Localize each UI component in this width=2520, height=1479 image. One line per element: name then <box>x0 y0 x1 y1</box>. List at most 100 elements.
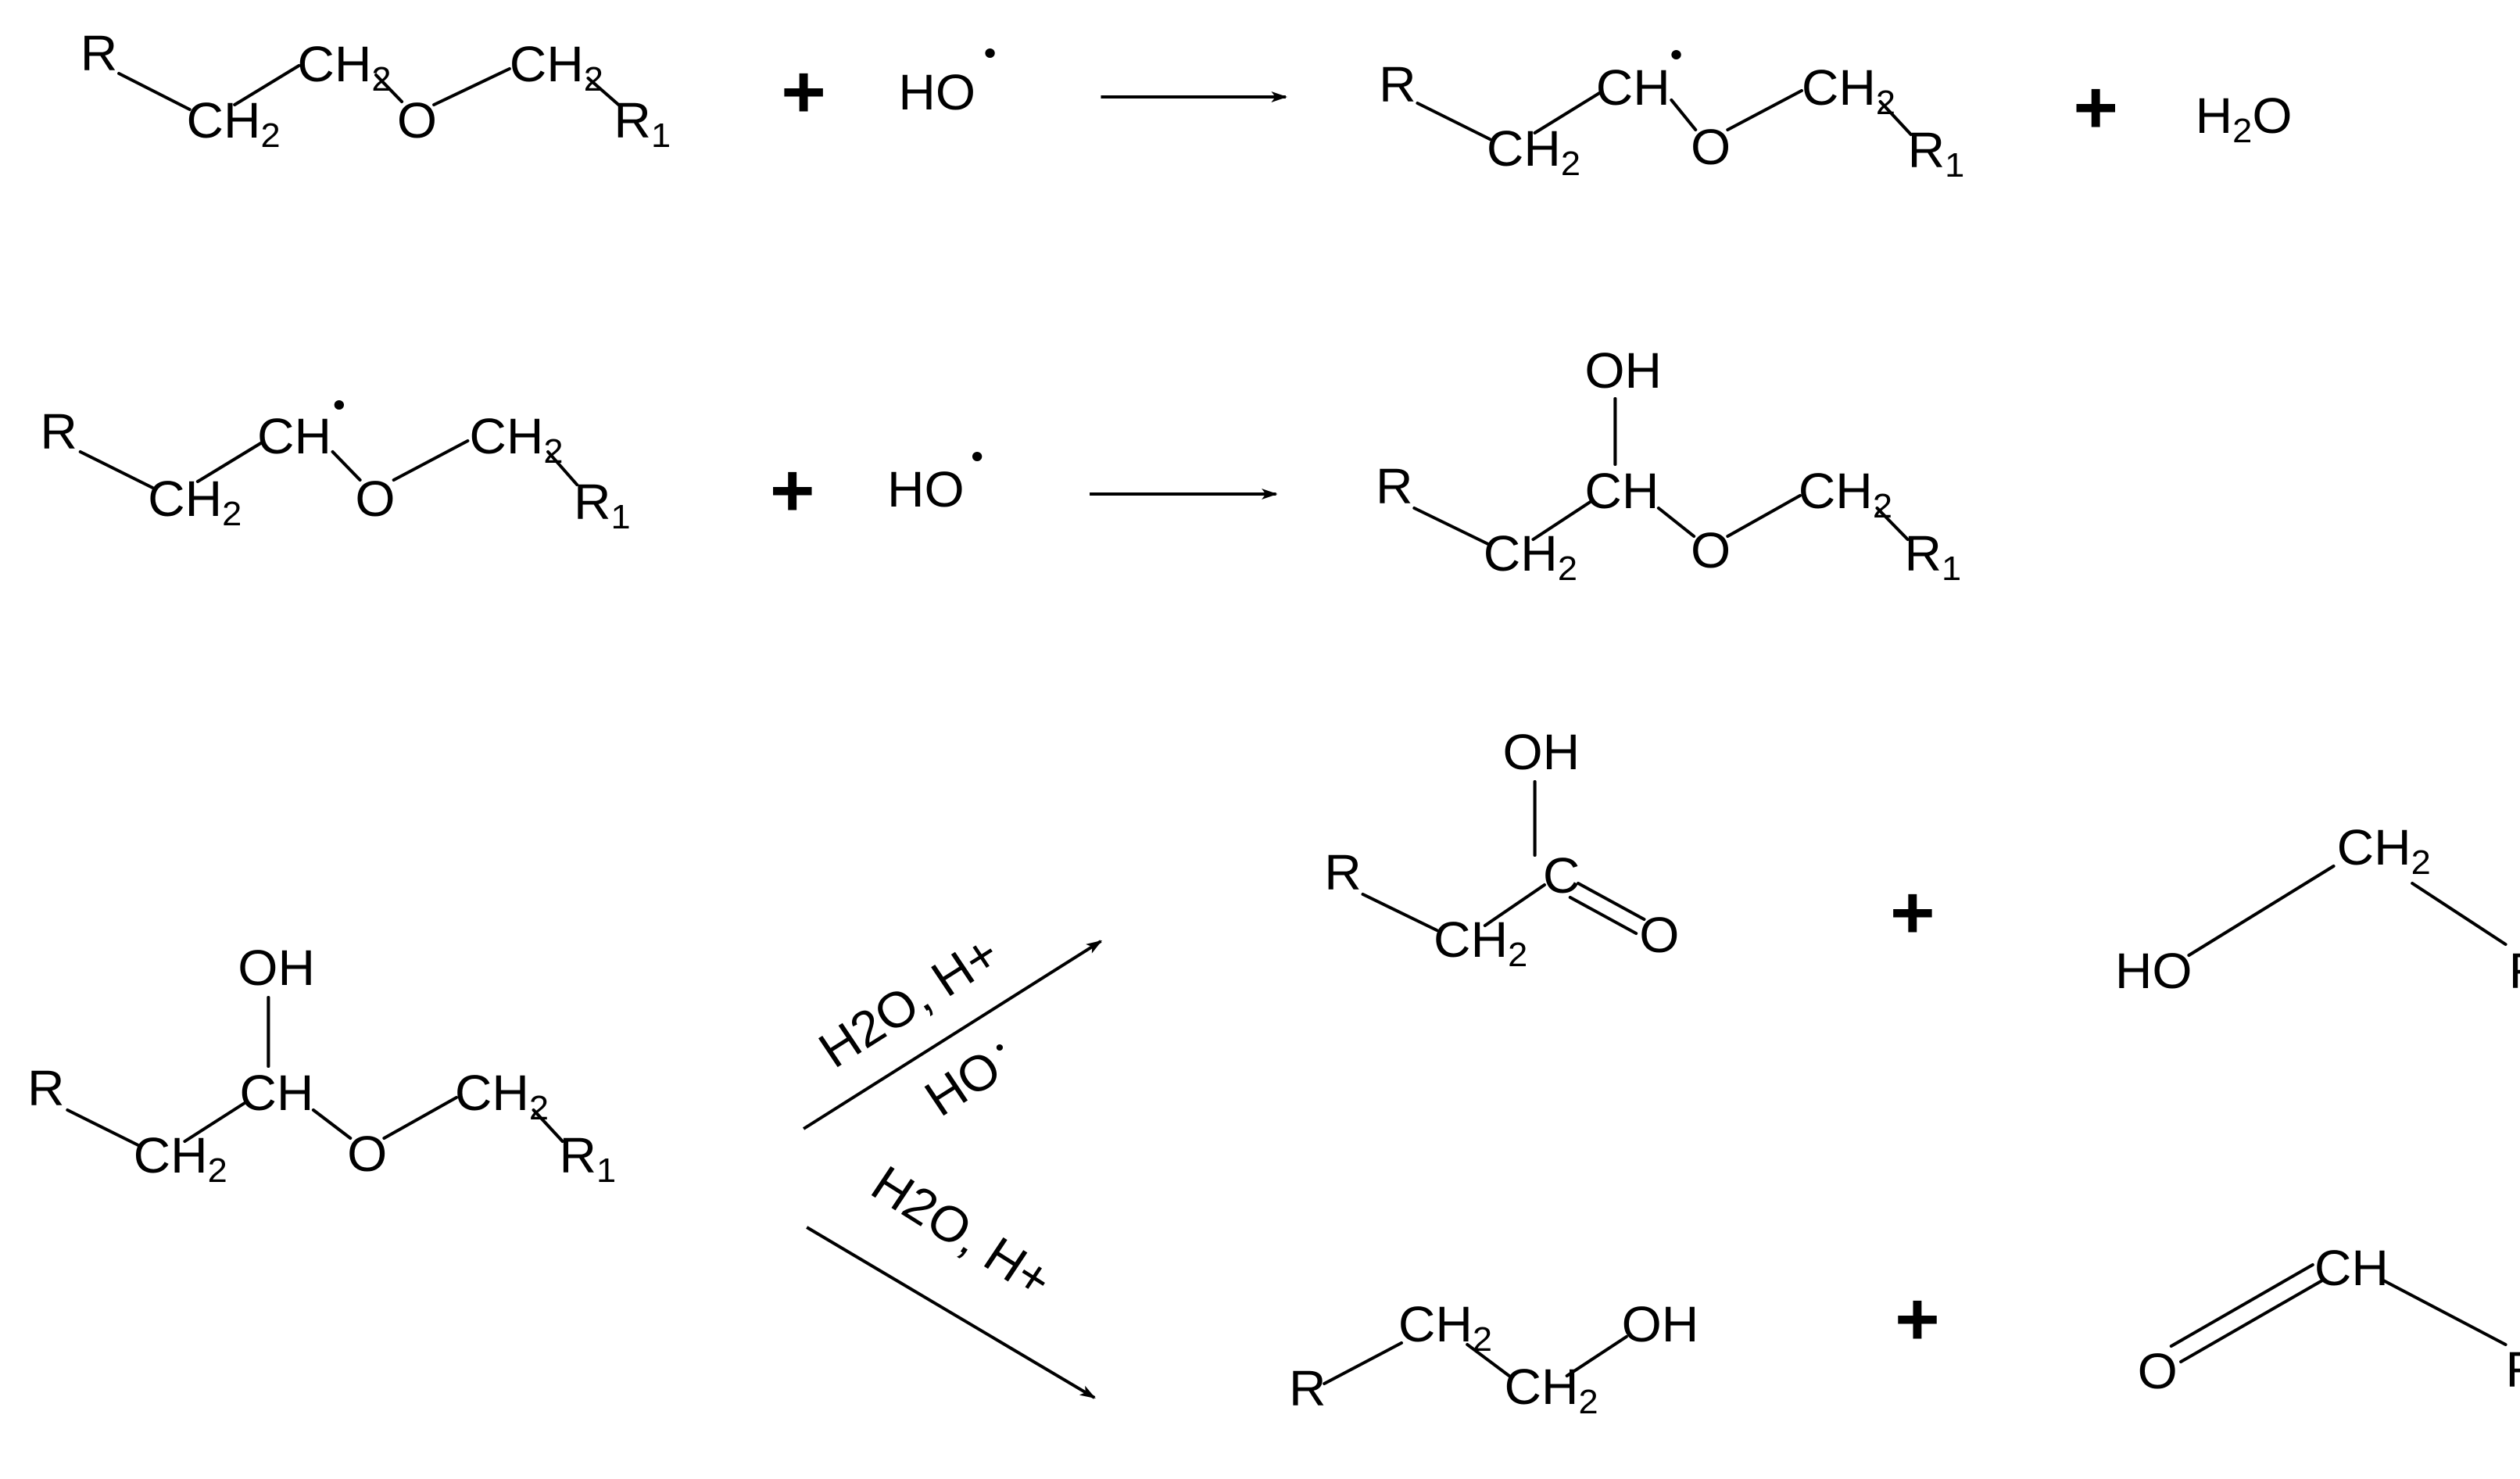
atom-r1: R1 <box>560 1127 617 1190</box>
atom-ch: CH <box>2314 1240 2389 1296</box>
atom-r: R <box>40 403 77 460</box>
atom-ch2: CH2 <box>469 408 563 471</box>
ether-reactant: R CH2 CH2 O CH2 R1 <box>81 25 671 155</box>
atom-o: O <box>2138 1343 2178 1399</box>
radical-dot <box>985 48 995 58</box>
bond <box>233 64 301 106</box>
atom-o: O <box>1691 522 1731 578</box>
atom-ch2: CH2 <box>510 36 603 98</box>
bond <box>1568 896 1638 935</box>
hydroxyl-radical: HO <box>898 48 995 120</box>
reaction-arrow-lower <box>806 1226 1096 1399</box>
atom-c: C <box>1543 847 1580 904</box>
bond <box>1875 507 1910 541</box>
carbon-radical-product: R CH2 CH O CH2 R1 <box>1379 50 1964 184</box>
atom-o: O <box>1639 907 1679 963</box>
hydroxyl-radical: HO <box>887 452 983 517</box>
atom-ch2: CH2 <box>2337 819 2431 882</box>
carboxylic-acid-product: OH R CH2 C O <box>1324 724 1679 974</box>
atom-o: O <box>1691 119 1731 175</box>
atom-ch2: CH2 <box>1398 1296 1492 1359</box>
hemiacetal-product: OH R CH2 CH O CH2 R1 <box>1376 342 1961 588</box>
atom-ch: CH <box>257 408 331 464</box>
atom-ho: HO <box>2115 943 2192 999</box>
carbon-radical-reactant: R CH2 CH O CH2 R1 <box>40 400 631 536</box>
bond <box>546 450 579 486</box>
bond <box>331 450 362 482</box>
atom-ch2: CH2 <box>134 1127 227 1190</box>
plus-sign: + <box>770 448 815 532</box>
svg-text:HO: HO <box>915 1039 1011 1127</box>
atom-ch: CH <box>1596 59 1670 116</box>
bond <box>1466 1343 1511 1377</box>
atom-ch2: CH2 <box>148 471 242 533</box>
bond <box>1533 91 1602 134</box>
atom-ch2: CH2 <box>1505 1359 1598 1421</box>
bond <box>1670 98 1698 131</box>
atom-r: R <box>1379 56 1416 113</box>
bond <box>1412 507 1491 546</box>
atom-r1: R1 <box>574 474 631 536</box>
atom-oh: OH <box>1584 342 1662 399</box>
atom-r: R <box>1324 844 1362 901</box>
atom-r: R <box>81 25 118 81</box>
bond <box>2411 882 2507 946</box>
alcohol-product: HO CH2 R1 <box>2115 819 2520 1005</box>
bond <box>183 1101 248 1143</box>
bond <box>392 439 470 482</box>
bond <box>432 67 511 106</box>
plus-sign: + <box>1890 870 1935 954</box>
reaction-2: R CH2 CH O CH2 R1 + HO OH R <box>40 342 1961 588</box>
atom-ch2: CH2 <box>1799 463 1892 525</box>
bond <box>2179 1279 2325 1363</box>
hemiacetal-reactant: OH R CH2 CH O CH2 R1 <box>27 940 616 1190</box>
bond <box>1483 883 1546 927</box>
condition-label: HO <box>915 1039 1011 1127</box>
bond <box>2187 865 2336 957</box>
bond <box>78 450 155 489</box>
atom-o: O <box>347 1126 387 1182</box>
bond <box>311 1108 353 1140</box>
bond <box>586 77 622 108</box>
bond <box>1531 499 1595 541</box>
atom-ho: HO <box>898 64 975 120</box>
radical-dot <box>972 452 983 461</box>
atom-r1: R1 <box>2509 943 2520 1005</box>
bond <box>1726 494 1802 538</box>
atom-oh: OH <box>1622 1296 1699 1352</box>
atom-ch2: CH2 <box>1484 525 1577 588</box>
atom-o: O <box>397 92 437 149</box>
atom-o: O <box>355 471 395 527</box>
primary-alcohol-product: R CH2 CH2 OH <box>1289 1296 1698 1421</box>
atom-oh: OH <box>1502 724 1580 780</box>
bond <box>382 1096 458 1140</box>
plus-sign: + <box>781 49 826 133</box>
atom-ch2: CH2 <box>297 36 391 98</box>
bond <box>374 73 404 103</box>
bond <box>1726 89 1803 131</box>
bond <box>195 441 264 483</box>
radical-dot <box>334 400 345 410</box>
atom-ch2: CH2 <box>187 92 281 155</box>
reaction-arrow-upper <box>802 940 1103 1130</box>
reaction-3: OH R CH2 CH O CH2 R1 H2O, H+ HO <box>27 724 2520 1421</box>
bond <box>2382 1279 2507 1346</box>
atom-ch2: CH2 <box>1802 59 1895 122</box>
bond <box>66 1108 141 1148</box>
atom-r1: R1 <box>2505 1341 2520 1404</box>
atom-r1: R1 <box>1908 122 1965 184</box>
bond <box>117 72 192 111</box>
bond <box>1565 1335 1628 1377</box>
plus-sign: + <box>2073 65 2118 149</box>
atom-r: R <box>27 1060 65 1116</box>
condition-label: H2O, H+ <box>862 1155 1062 1309</box>
aldehyde-product: O CH R1 <box>2138 1240 2520 1404</box>
atom-r: R <box>1376 458 1413 514</box>
bond <box>532 1108 564 1143</box>
atom-r1: R1 <box>614 92 671 155</box>
atom-ch2: CH2 <box>455 1065 549 1127</box>
radical-dot <box>996 1044 1004 1051</box>
atom-oh: OH <box>238 940 315 996</box>
atom-ch2: CH2 <box>1487 120 1580 183</box>
